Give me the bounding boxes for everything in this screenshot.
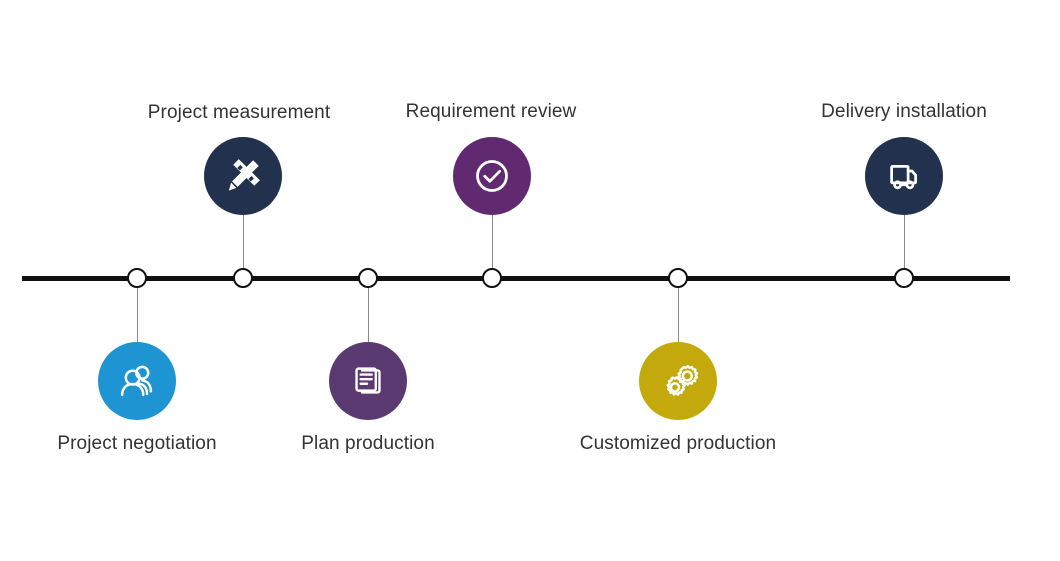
icon-bubble-step-1[interactable]	[98, 342, 176, 420]
connector-stem-step-1	[137, 278, 138, 342]
truck-icon	[882, 154, 926, 198]
timeline-axis	[22, 276, 1010, 281]
timeline-node-step-5[interactable]	[668, 268, 688, 288]
icon-bubble-step-5[interactable]	[639, 342, 717, 420]
icon-bubble-step-6[interactable]	[865, 137, 943, 215]
step-label-step-5: Customized production	[579, 433, 777, 454]
timeline-node-step-3[interactable]	[358, 268, 378, 288]
gears-icon	[654, 357, 702, 405]
timeline-node-step-2[interactable]	[233, 268, 253, 288]
documents-icon	[346, 359, 390, 403]
step-label-step-4: Requirement review	[405, 101, 577, 122]
step-label-step-1: Project negotiation	[57, 433, 217, 454]
step-label-step-3: Plan production	[301, 433, 435, 454]
timeline-node-step-4[interactable]	[482, 268, 502, 288]
icon-bubble-step-2[interactable]	[204, 137, 282, 215]
timeline-node-step-6[interactable]	[894, 268, 914, 288]
connector-stem-step-5	[678, 278, 679, 342]
icon-bubble-step-4[interactable]	[453, 137, 531, 215]
connector-stem-step-4	[492, 215, 493, 279]
pencil-ruler-icon	[220, 153, 266, 199]
connector-stem-step-2	[243, 215, 244, 279]
users-icon	[114, 358, 160, 404]
timeline-node-step-1[interactable]	[127, 268, 147, 288]
step-label-step-6: Delivery installation	[821, 101, 987, 122]
icon-bubble-step-3[interactable]	[329, 342, 407, 420]
connector-stem-step-6	[904, 215, 905, 279]
connector-stem-step-3	[368, 278, 369, 342]
check-circle-icon	[468, 152, 516, 200]
step-label-step-2: Project measurement	[147, 102, 331, 123]
